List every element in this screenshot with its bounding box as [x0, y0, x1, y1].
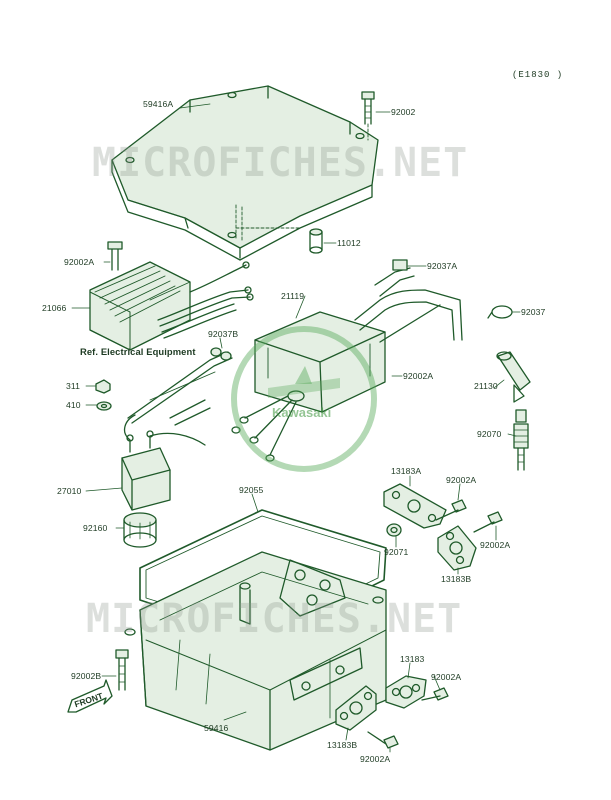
part-label-92160[interactable]: 92160 — [83, 523, 108, 533]
part-label-92037B[interactable]: 92037B — [208, 329, 239, 339]
part-label-92070[interactable]: 92070 — [477, 429, 502, 439]
part-label-92002-top[interactable]: 92002 — [391, 107, 416, 117]
watermark-bottom: MICROFICHES.NET — [86, 596, 463, 642]
part-label-13183A[interactable]: 13183A — [391, 466, 422, 476]
part-label-311[interactable]: 311 — [66, 381, 80, 391]
top-cover-part — [111, 85, 379, 261]
part-label-21119[interactable]: 21119 — [281, 291, 305, 301]
washer-410 — [96, 401, 112, 411]
leader-lines — [71, 103, 521, 753]
part-label-92002A-coil[interactable]: 92002A — [403, 371, 434, 381]
starter-relay-27010 — [121, 414, 206, 511]
part-label-92071[interactable]: 92071 — [384, 547, 409, 557]
plug-cap-21130 — [496, 351, 531, 403]
kawasaki-logo — [231, 326, 377, 472]
ht-lead — [354, 259, 463, 341]
diagram-code: (E1830 ) — [512, 70, 564, 80]
lower-case-59416 — [124, 551, 387, 751]
part-label-21130[interactable]: 21130 — [474, 381, 498, 391]
bolt-92002-top — [361, 91, 375, 141]
part-label-13183B-upper[interactable]: 13183B — [441, 574, 472, 584]
nut-311 — [95, 379, 111, 394]
part-label-59416A[interactable]: 59416A — [143, 99, 174, 109]
part-label-59416[interactable]: 59416 — [204, 723, 229, 733]
part-label-92055[interactable]: 92055 — [239, 485, 264, 495]
part-label-13183B-lower[interactable]: 13183B — [327, 740, 358, 750]
ignition-coil-21119 — [231, 304, 441, 462]
part-label-410[interactable]: 410 — [66, 400, 81, 410]
regulator-21066 — [89, 241, 254, 351]
collar-11012 — [309, 228, 323, 254]
part-label-92002A-low[interactable]: 92002A — [431, 672, 462, 682]
flange-13183B-lower — [335, 685, 377, 731]
flange-13183A — [383, 483, 447, 529]
bolt-92002A-low — [421, 687, 449, 701]
part-label-92037[interactable]: 92037 — [521, 307, 546, 317]
bolt-92002A-right — [473, 511, 503, 533]
bolt-92002A-bottom — [367, 731, 399, 749]
o-ring-92071 — [386, 523, 402, 537]
part-label-92037A[interactable]: 92037A — [427, 261, 458, 271]
part-label-13183[interactable]: 13183 — [400, 654, 425, 664]
part-label-92002B[interactable]: 92002B — [71, 671, 102, 681]
flange-13183 — [385, 675, 427, 709]
reference-note: Ref. Electrical Equipment — [80, 346, 196, 357]
logo-text: Kawasaki — [272, 405, 332, 420]
part-label-92002A-regulator[interactable]: 92002A — [64, 257, 95, 267]
part-label-27010[interactable]: 27010 — [57, 486, 82, 496]
part-label-21066[interactable]: 21066 — [42, 303, 67, 313]
front-arrow — [67, 679, 113, 713]
spark-plug-92070 — [513, 409, 529, 471]
flange-13183B-upper — [437, 525, 477, 571]
part-label-92002A-bottom[interactable]: 92002A — [360, 754, 391, 764]
bolt-92002B — [115, 649, 129, 691]
wire-harness — [127, 347, 233, 426]
gasket-92055 — [139, 509, 387, 641]
clamp-92037 — [487, 305, 513, 319]
part-label-92002A-right[interactable]: 92002A — [480, 540, 511, 550]
watermark-top: MICROFICHES.NET — [92, 140, 469, 186]
oil-filler-cap-92160 — [123, 512, 157, 548]
bolt-92002A-flange-top — [435, 499, 467, 521]
part-label-92002A-13183A[interactable]: 92002A — [446, 475, 477, 485]
part-label-11012[interactable]: 11012 — [337, 238, 361, 248]
